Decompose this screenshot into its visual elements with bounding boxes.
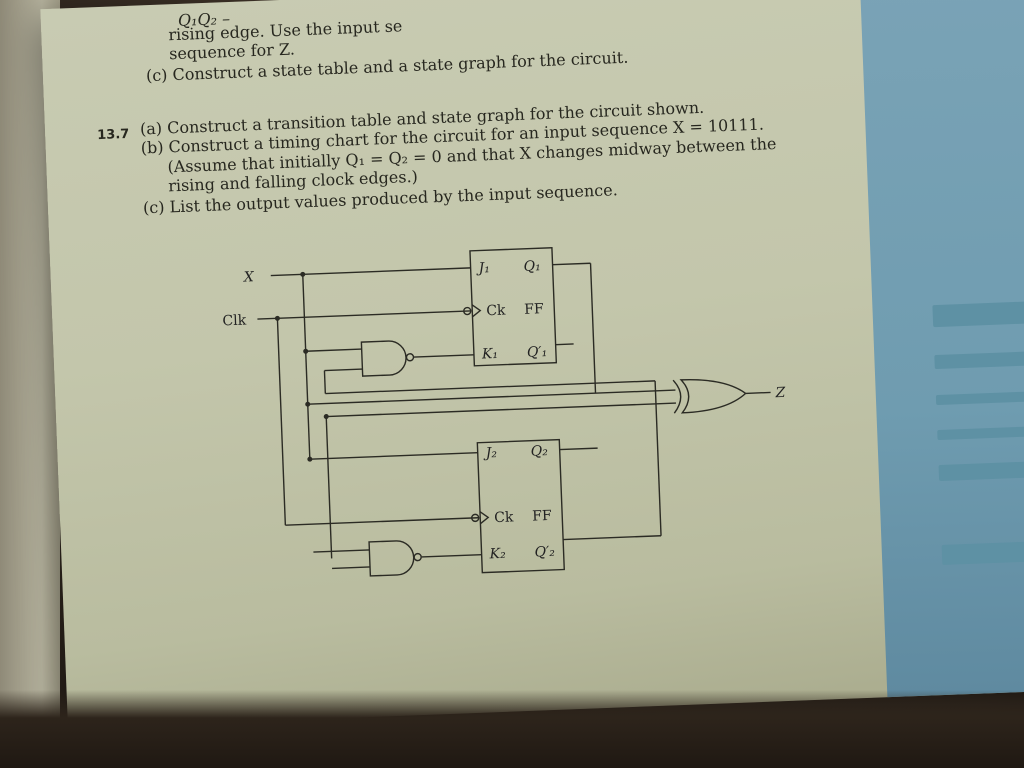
junction-dot	[274, 315, 280, 321]
wire-x-nand1	[305, 348, 362, 352]
nand-gate-1	[360, 340, 407, 377]
bottom-shadow	[0, 690, 1024, 768]
wire-z	[745, 391, 771, 395]
nand-gate-2	[368, 540, 415, 577]
wire-j2	[309, 452, 478, 460]
ff2-box	[476, 438, 565, 574]
wire-feedback-nand1	[324, 368, 363, 372]
wire-xor-in2	[326, 402, 676, 418]
ff2-k-label: K₂	[488, 546, 506, 563]
xor-gate-back	[672, 379, 682, 414]
wire-q1-down	[589, 263, 597, 394]
ff1-qbar-label: Q′₁	[527, 344, 548, 361]
wire-q1bar	[555, 343, 574, 346]
wire-nand1-k1	[413, 354, 474, 358]
wire-x-nand2	[313, 549, 370, 553]
ff1-box	[469, 247, 558, 367]
wire-clk-ff2	[285, 517, 479, 526]
label-clk: Clk	[222, 313, 247, 330]
wire-xor-in1	[307, 389, 676, 405]
ff2-j-label: J₂	[482, 445, 497, 462]
ff1-clock-bubble	[463, 306, 472, 316]
junction-dot	[303, 348, 309, 354]
wire-q1-to-nand2	[325, 416, 333, 559]
ff2-qbar-label: Q′₂	[534, 544, 555, 561]
ff2-ff-label: FF	[532, 508, 552, 525]
wire-q2bar	[563, 535, 662, 541]
ff2-clock-triangle	[479, 511, 490, 525]
wire-clk	[257, 310, 471, 320]
wire-nand2-in2	[332, 566, 371, 570]
wire-x-vertical	[302, 274, 311, 460]
nand-gate-2-bubble	[413, 552, 422, 562]
textbook-page: Q₁Q₂ – rising edge. Use the input se seq…	[40, 0, 1024, 729]
ff1-q-label: Q₁	[523, 258, 541, 275]
label-z: Z	[774, 385, 786, 401]
ff1-ck-label: Ck	[486, 303, 506, 320]
wire-feedback-q2bar	[325, 380, 656, 395]
label-x: X	[243, 269, 256, 285]
wire-q2bar-up	[654, 380, 662, 536]
nand-gate-1-bubble	[405, 353, 415, 362]
junction-dot	[305, 401, 311, 407]
junction-dot	[307, 456, 313, 462]
ff2-q-label: Q₂	[530, 443, 548, 460]
ff2-clock-bubble	[471, 513, 480, 523]
wire-clk-vertical	[276, 318, 287, 526]
wire-q1	[552, 262, 591, 266]
xor-gate	[679, 379, 747, 414]
ff1-ff-label: FF	[524, 301, 544, 318]
ff1-j-label: J₁	[475, 260, 490, 277]
ff1-k-label: K₁	[481, 346, 499, 363]
wire-feedback-v	[323, 370, 327, 394]
wire-nand2-k2	[421, 553, 482, 558]
circuit-diagram: X Clk Z J₁ Q₁ Ck FF K₁ Q′₁ J₂ Q₂ Ck FF K…	[222, 247, 786, 577]
wire-q2	[559, 447, 598, 451]
ff2-ck-label: Ck	[494, 509, 514, 526]
junction-dot	[323, 414, 329, 420]
ff1-clock-triangle	[471, 304, 482, 318]
junction-dot	[300, 271, 306, 277]
